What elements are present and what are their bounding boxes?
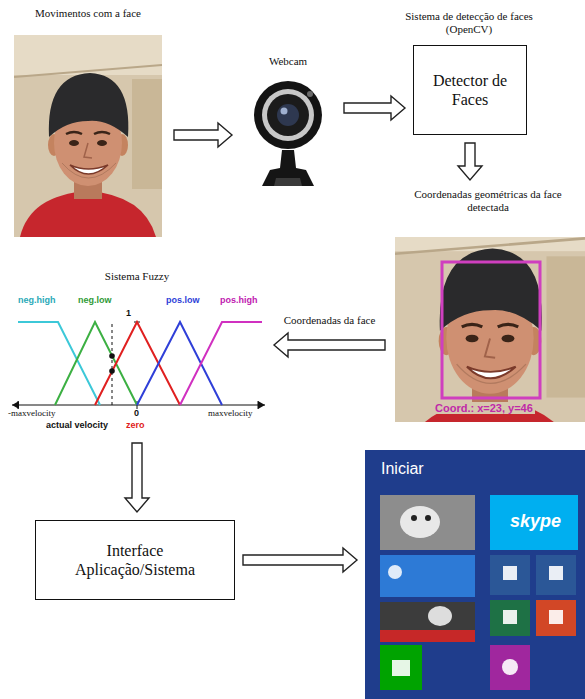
windows-start-screen-part (388, 565, 402, 579)
windows-start-screen-part (392, 660, 410, 676)
axis-value: 0 (134, 409, 139, 419)
process-box: Interface Aplicação/Sistema (35, 520, 235, 600)
process-box: Sistema de detecção de faces (OpenCV)Det… (413, 45, 527, 135)
webcam-picture-part (274, 178, 302, 186)
windows-start-screen-part (380, 555, 475, 597)
fuzzy-chart-part (18, 322, 100, 405)
webcam-picture-part (262, 150, 314, 186)
windows-start-screen-part (536, 555, 576, 595)
windows-start-screen-part (380, 602, 475, 642)
screen-title: Iniciar (365, 450, 585, 478)
membership-label: neg.low (78, 296, 112, 306)
webcam-picture (254, 81, 322, 186)
edge-label: Coordenadas da face (284, 314, 376, 327)
windows-start-screen-part (502, 659, 518, 675)
membership-label: pos.low (166, 296, 200, 306)
windows-start-screen-part (490, 495, 578, 550)
box-text: Detector de Faces (423, 71, 517, 109)
fuzzy-chart-part (258, 401, 259, 409)
webcam-picture-part (262, 89, 314, 141)
windows-start-screen-part (428, 606, 452, 626)
node-heading: Coordenadas geométricas da face detectad… (393, 188, 583, 214)
box-text: Interface Aplicação/Sistema (60, 541, 210, 579)
windows-start-screen-part (365, 450, 585, 699)
box-heading: Sistema de detecção de faces (OpenCV) (392, 10, 546, 36)
membership-label: neg.high (18, 296, 56, 306)
fuzzy-chart-part (55, 322, 137, 405)
fuzzy-chart (12, 322, 265, 409)
windows-start-screen-part (549, 610, 563, 624)
fuzzy-chart-part (109, 368, 115, 374)
fuzzy-chart-part (109, 353, 115, 359)
windows-start-screen (365, 450, 585, 699)
node-heading: Sistema Fuzzy (8, 270, 266, 283)
webcam-picture-part (277, 104, 299, 126)
block-arrow (243, 548, 357, 572)
windows-start-screen-part (411, 515, 417, 521)
start-screen-node: Iniciar (365, 450, 585, 699)
face-coordinates: Coord.: x=23, y=46 (433, 402, 535, 414)
webcam-node: Webcam (240, 55, 336, 190)
face-photo (14, 35, 162, 237)
block-arrow (174, 123, 232, 147)
windows-start-screen-part (503, 610, 517, 624)
fuzzy-chart-part (258, 401, 265, 409)
axis-label: -maxvelocity (8, 409, 55, 419)
membership-label: zero (126, 421, 145, 431)
fuzzy-chart-part (112, 324, 113, 405)
node-heading: Movimentos com a face (10, 5, 166, 20)
windows-start-screen-part (490, 555, 530, 595)
detected-face-node: Coordenadas geométricas da face detectad… (393, 188, 583, 422)
webcam-picture-part (281, 108, 288, 115)
axis-label: maxvelocity (208, 409, 253, 419)
axis-value: 1 (126, 309, 131, 319)
fuzzy-chart-part (12, 401, 19, 409)
detected-face-photo-part (442, 262, 540, 398)
windows-start-screen-part (536, 600, 576, 636)
block-arrow (458, 143, 482, 180)
detected-face-photo-part (395, 200, 585, 459)
windows-start-screen-part (400, 506, 440, 538)
windows-start-screen-part (490, 645, 530, 690)
membership-label: pos.high (220, 296, 258, 306)
fuzzy-chart-part (180, 322, 262, 405)
webcam-picture-part (254, 81, 322, 149)
windows-start-screen-part (490, 600, 530, 636)
fuzzy-chart-part (18, 401, 19, 409)
block-arrow (274, 333, 385, 357)
detected-face-photo (395, 200, 585, 459)
windows-start-screen-part (425, 515, 431, 521)
block-arrow (344, 96, 405, 120)
face-photo-node: Movimentos com a face (10, 5, 166, 237)
face-photo-part (14, 35, 162, 237)
node-heading: Webcam (240, 55, 336, 68)
windows-start-screen-part (380, 630, 475, 642)
fuzzy-chart-part (95, 322, 180, 405)
windows-start-screen-part (380, 495, 475, 550)
block-arrow (125, 443, 149, 512)
tile-label: skype (510, 512, 561, 532)
windows-start-screen-part (549, 566, 563, 580)
axis-label: actual velocity (46, 421, 108, 431)
webcam-picture-part (307, 91, 313, 97)
windows-start-screen-part (503, 566, 517, 580)
windows-start-screen-part (380, 645, 422, 690)
webcam-picture-part (267, 94, 309, 136)
fuzzy-chart-part (137, 322, 222, 405)
fuzzy-chart-part (12, 405, 265, 406)
